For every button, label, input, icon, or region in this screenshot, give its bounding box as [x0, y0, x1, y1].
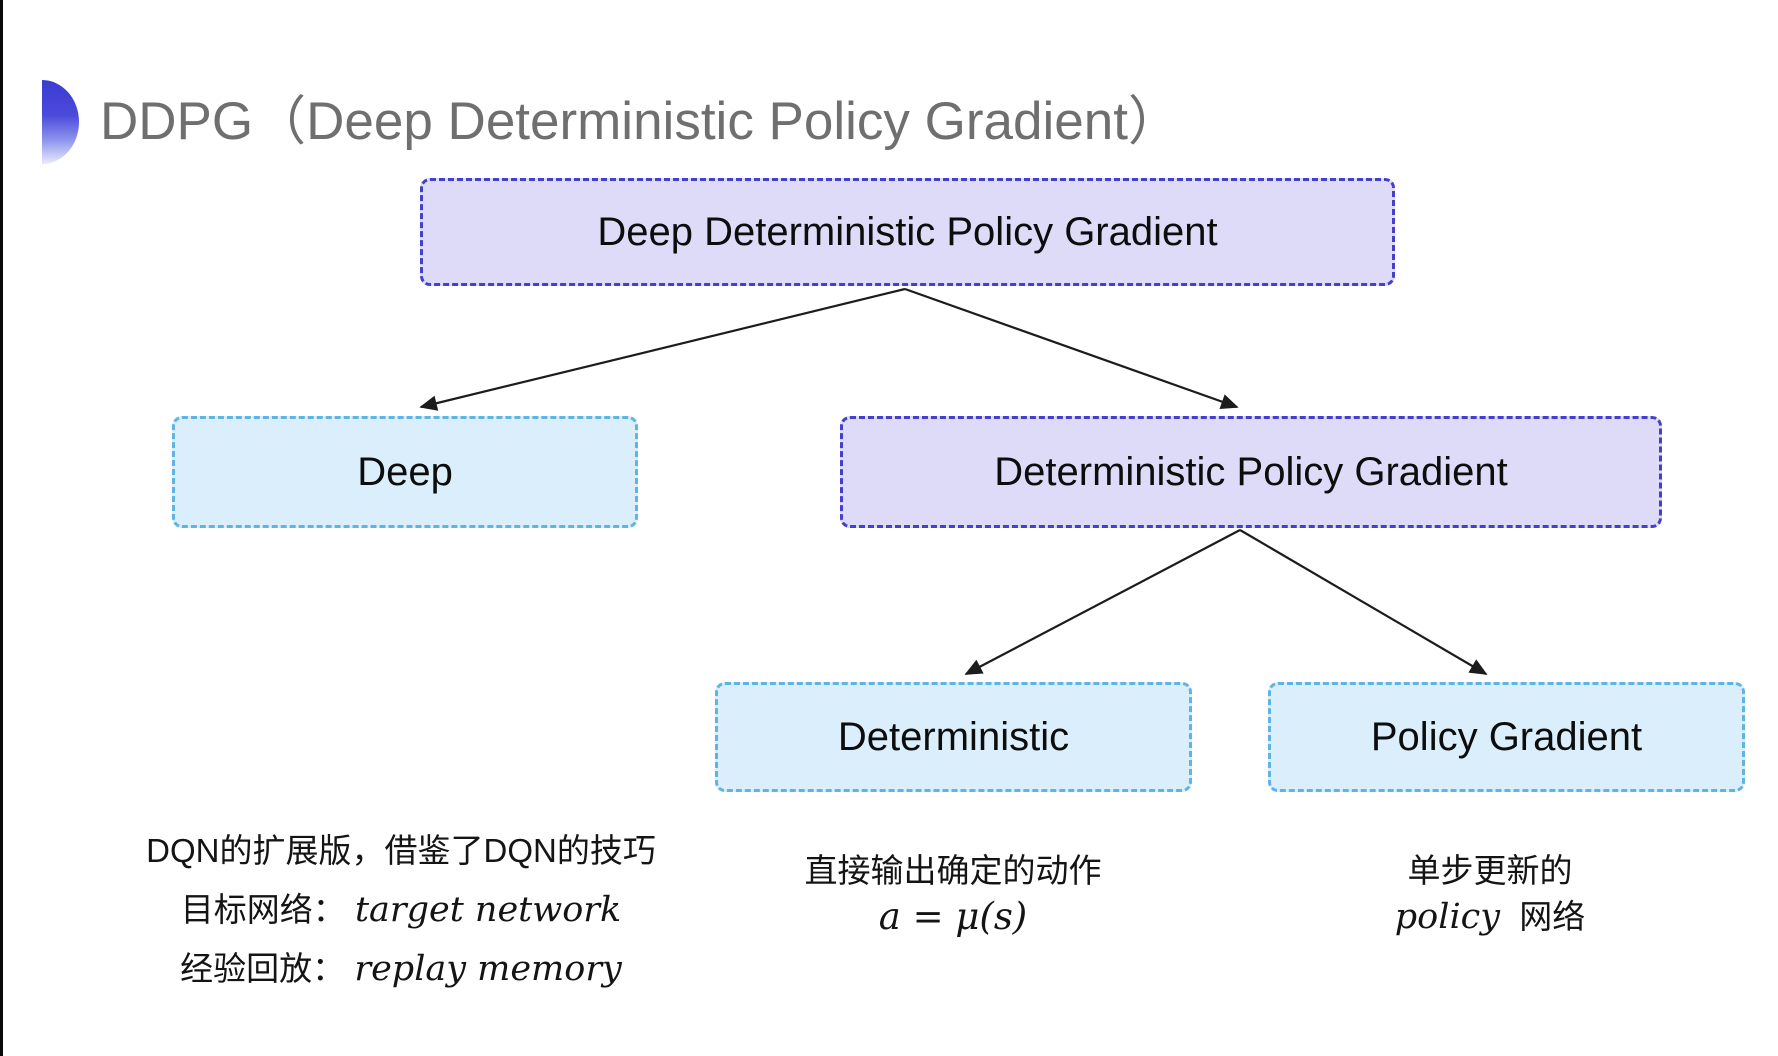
annotation-line: 经验回放： replay memory [128, 940, 674, 998]
annotation-deterministic: 直接输出确定的动作 a = μ(s) [703, 848, 1203, 941]
annotation-formula: a = μ(s) [878, 895, 1028, 938]
annotation-term-en: policy [1394, 897, 1501, 937]
node-label: Deterministic [837, 714, 1070, 759]
edge-root-dpg [904, 287, 1239, 409]
annotation-line: 目标网络： target network [128, 880, 674, 940]
annotation-line: 直接输出确定的动作 [804, 852, 1102, 889]
node-deterministic: Deterministic [715, 682, 1192, 792]
annotation-policy-gradient: 单步更新的 policy 网络 [1240, 848, 1740, 940]
node-deep: Deep [172, 416, 638, 528]
annotation-term-en: target network [354, 890, 622, 930]
window-left-edge-line [0, 0, 3, 1056]
node-deterministic-policy-gradient: Deterministic Policy Gradient [840, 416, 1662, 528]
node-label: Deep [357, 449, 453, 494]
node-label: Policy Gradient [1370, 714, 1643, 759]
node-label: Deep Deterministic Policy Gradient [597, 209, 1218, 254]
annotation-deep: DQN的扩展版，借鉴了DQN的技巧 目标网络： target network 经… [128, 822, 674, 998]
node-policy-gradient: Policy Gradient [1268, 682, 1745, 792]
edge-root-deep [419, 287, 906, 411]
node-label: Deterministic Policy Gradient [994, 449, 1508, 494]
annotation-term-en: replay memory [354, 949, 622, 989]
annotation-line: 单步更新的 [1407, 852, 1573, 889]
annotation-line: DQN的扩展版，借鉴了DQN的技巧 [146, 832, 656, 869]
edge-dpg-deterministic [964, 529, 1241, 675]
annotation-label-zh: 经验回放： [180, 950, 346, 987]
annotation-label-zh: 网络 [1519, 898, 1586, 935]
annotation-line: policy 网络 [1240, 894, 1740, 940]
page-title: DDPG（Deep Deterministic Policy Gradient） [100, 92, 1181, 151]
edge-dpg-policy-gradient [1239, 529, 1488, 675]
annotation-label-zh: 目标网络： [180, 891, 346, 928]
node-deep-deterministic-policy-gradient: Deep Deterministic Policy Gradient [420, 178, 1395, 286]
